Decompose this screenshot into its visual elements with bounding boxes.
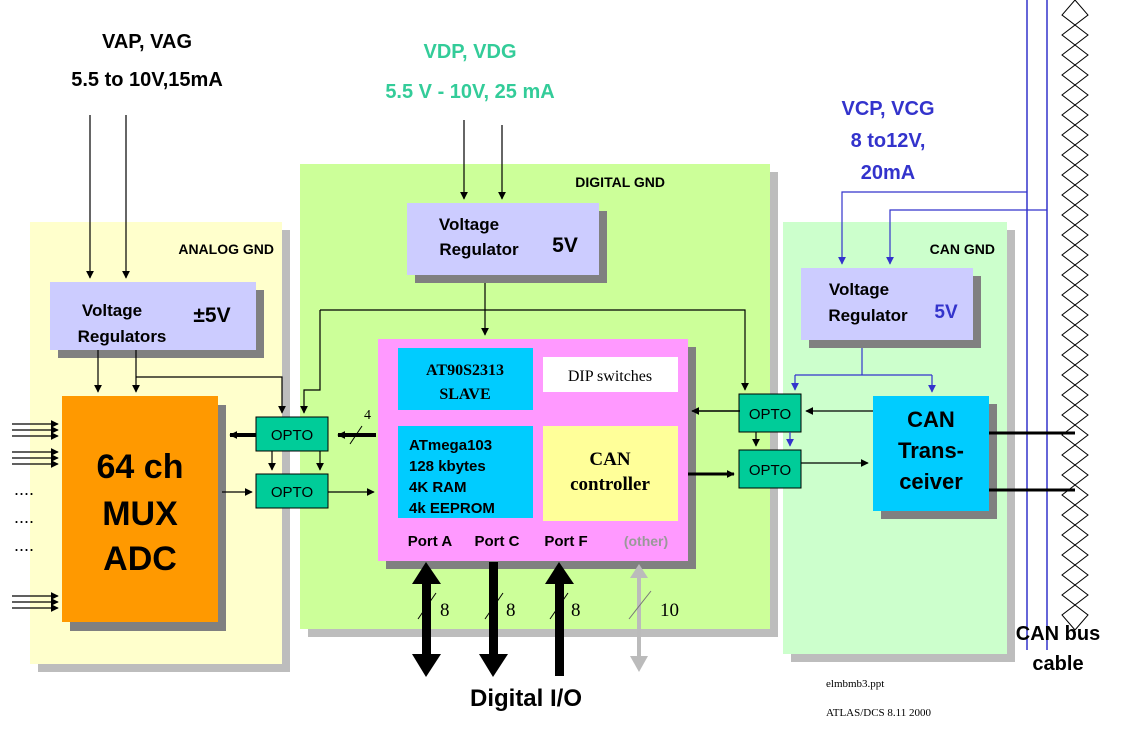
bus-slash-4 [349, 425, 363, 445]
master-line2: 128 kbytes [409, 458, 486, 475]
digital-gnd-label: DIGITAL GND [575, 174, 665, 190]
digital-regulator: Voltage Regulator 5V [407, 203, 607, 283]
input-dots-1: .... [14, 479, 34, 499]
mux-adc-block: 64 ch MUX ADC [62, 396, 226, 631]
digital-supply-arrows [460, 120, 506, 200]
slave-line2: SLAVE [439, 386, 490, 403]
opto-analog-upper: OPTO [255, 416, 329, 452]
supply-can-current: 20mA [861, 162, 915, 184]
analog-regulator-line2: Regulators [78, 327, 167, 346]
can-controller-line1: CAN [589, 449, 630, 470]
footer-credit: ATLAS/DCS 8.11 2000 [826, 707, 932, 719]
port-other-label: (other) [624, 533, 668, 549]
can-regulator-line2: Regulator [828, 306, 908, 325]
port-c-label: Port C [475, 533, 520, 550]
analog-input-arrows [12, 420, 59, 612]
opto-analog-lower-label: OPTO [271, 484, 313, 501]
adc-line3: ADC [103, 540, 177, 578]
opto-can-upper: OPTO [738, 393, 802, 433]
master-line1: ATmega103 [409, 437, 492, 454]
slave-chip: AT90S2313 SLAVE [398, 348, 533, 410]
port-a-arrow [412, 562, 441, 677]
port-c-arrow [479, 562, 508, 677]
bus-width-port-c: 8 [506, 600, 516, 621]
supply-analog-name: VAP, VAG [102, 31, 192, 53]
input-dots-3: .... [14, 535, 34, 555]
adc-line2: MUX [102, 495, 178, 533]
can-regulator-line1: Voltage [829, 280, 889, 299]
analog-regulator-value: ±5V [193, 304, 230, 327]
analog-power-lines [94, 310, 321, 414]
transceiver-bus-links [989, 431, 1075, 492]
opto-can-lower: OPTO [738, 449, 802, 489]
can-controller: CAN controller [543, 426, 678, 521]
can-supply-wires [838, 191, 1047, 265]
opto-analog-lower: OPTO [255, 473, 329, 509]
footer-file: elmbmb3.ppt [826, 678, 884, 690]
bus-width-other: 10 [660, 600, 679, 621]
supply-analog-spec: 5.5 to 10V,15mA [71, 69, 223, 91]
port-f-label: Port F [544, 533, 587, 550]
master-chip: ATmega103 128 kbytes 4K RAM 4k EEPROM [398, 426, 533, 518]
port-a-label: Port A [408, 533, 453, 550]
slave-line1: AT90S2313 [426, 362, 504, 379]
adc-line1: 64 ch [97, 448, 184, 486]
dip-switches-label: DIP switches [568, 368, 652, 385]
can-power-lines [791, 348, 936, 393]
digital-regulator-line1: Voltage [439, 215, 499, 234]
port-f-arrow [545, 562, 574, 676]
bus-width-opto: 4 [364, 408, 371, 423]
supply-can-name: VCP, VCG [842, 98, 935, 120]
can-regulator: Voltage Regulator 5V [801, 268, 981, 348]
transceiver-line1: CAN [907, 407, 955, 432]
can-bus-cable-label-1: CAN bus [1016, 623, 1100, 645]
transceiver-line2: Trans- [898, 438, 964, 463]
can-regulator-value: 5V [934, 302, 958, 323]
supply-digital-name: VDP, VDG [424, 41, 517, 63]
bus-width-port-a: 8 [440, 600, 450, 621]
port-bus-slashes [417, 590, 652, 620]
input-dots-2: .... [14, 507, 34, 527]
analog-supply-arrows [86, 115, 130, 279]
analog-regulator-line1: Voltage [82, 301, 142, 320]
opto-can-upper-label: OPTO [749, 406, 791, 423]
can-controller-line2: controller [570, 474, 650, 495]
supply-digital-spec: 5.5 V - 10V, 25 mA [385, 81, 554, 103]
can-transceiver: CAN Trans- ceiver [873, 396, 997, 519]
master-line4: 4k EEPROM [409, 500, 495, 517]
digital-io-label: Digital I/O [470, 685, 582, 712]
digital-regulator-line2: Regulator [439, 240, 519, 259]
transceiver-line3: ceiver [899, 469, 963, 494]
opto-analog-upper-label: OPTO [271, 427, 313, 444]
master-line3: 4K RAM [409, 479, 467, 496]
analog-gnd-label: ANALOG GND [178, 241, 274, 257]
dip-switches: DIP switches [543, 357, 678, 392]
can-bus-cable-label-2: cable [1032, 653, 1083, 675]
port-other-arrow [630, 564, 648, 672]
can-bus-cable [1026, 0, 1089, 650]
can-opto-links [688, 407, 873, 478]
can-gnd-label: CAN GND [930, 241, 995, 257]
supply-can-spec: 8 to12V, [851, 130, 926, 152]
bus-width-port-f: 8 [571, 600, 581, 621]
analog-regulator: Voltage Regulators ±5V [50, 282, 264, 358]
digital-power-lines [320, 283, 749, 391]
analog-opto-links [222, 451, 375, 496]
digital-regulator-value: 5V [552, 234, 578, 257]
opto-can-lower-label: OPTO [749, 462, 791, 479]
